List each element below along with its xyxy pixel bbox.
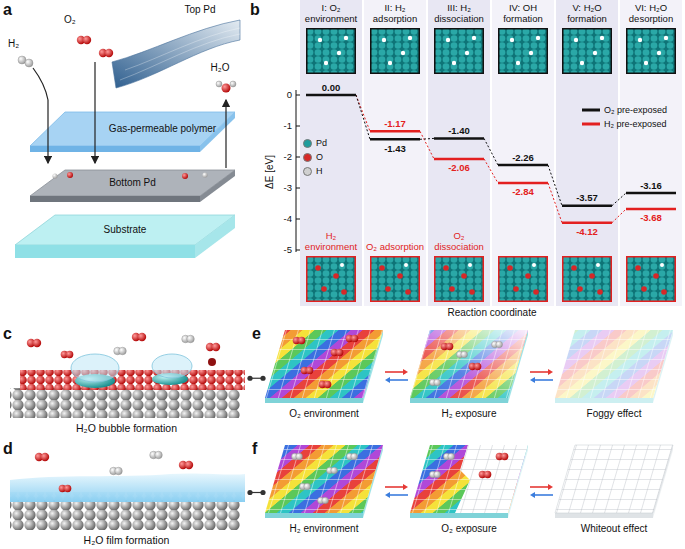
panel-letter: a bbox=[3, 1, 12, 18]
double-arrow bbox=[385, 484, 408, 498]
connector-line bbox=[247, 490, 265, 495]
caption: O₂ environment bbox=[289, 408, 358, 420]
tick-label: -1 bbox=[284, 120, 292, 131]
legend-label: Pd bbox=[316, 137, 327, 149]
stage-heading: I: O₂ environment bbox=[300, 2, 362, 24]
display-tile: Whiteout effect bbox=[555, 445, 673, 537]
molecule-label: H₂ bbox=[8, 38, 19, 50]
display-tile: O₂ environment bbox=[265, 330, 383, 422]
energy-value: 0.00 bbox=[322, 82, 341, 93]
caption: H₂ environment bbox=[290, 523, 359, 535]
stage-heading: IV: OH formation bbox=[492, 2, 554, 24]
caption: H₂ exposure bbox=[441, 408, 496, 420]
tick-label: 0 bbox=[287, 89, 292, 100]
caption: Foggy effect bbox=[587, 408, 642, 420]
energy-value: -3.57 bbox=[576, 192, 598, 203]
scheme-panel: H₂O film formation bbox=[5, 440, 248, 548]
stage-column: V: H₂O formation bbox=[556, 0, 618, 306]
panel-letter: e bbox=[252, 325, 261, 342]
stage-heading: O₂ dissociation bbox=[428, 230, 490, 252]
energy-value: -2.06 bbox=[448, 162, 470, 173]
energy-value: -4.12 bbox=[576, 226, 598, 237]
tick-label: -3 bbox=[284, 182, 292, 193]
legend-label: H bbox=[316, 165, 323, 177]
stage-column: VI: H₂O desorption bbox=[620, 0, 682, 306]
pd-layer: Bottom Pd bbox=[30, 170, 235, 202]
energy-value: -3.16 bbox=[640, 180, 662, 191]
caption: O₂ exposure bbox=[441, 523, 497, 535]
stage-heading: III: H₂ dissociation bbox=[428, 2, 490, 24]
pd-sheet: Top Pd bbox=[110, 2, 240, 90]
layer-label: Top Pd bbox=[160, 4, 240, 16]
caption: Whiteout effect bbox=[581, 523, 648, 535]
legend-label: H₂ pre-exposed bbox=[604, 118, 667, 130]
double-arrow bbox=[530, 369, 553, 383]
legend-label: O₂ pre-exposed bbox=[604, 104, 667, 116]
connector-line bbox=[247, 376, 265, 381]
scheme-panel: H₂O bubble formation bbox=[5, 325, 248, 436]
stage-heading: H₂ environment bbox=[300, 230, 362, 252]
display-tile: H₂ exposure bbox=[410, 330, 528, 422]
substrate-layer: Substrate bbox=[15, 215, 235, 258]
energy-value: -1.17 bbox=[384, 118, 406, 129]
legend-label: O bbox=[316, 151, 323, 163]
energy-value: -1.40 bbox=[448, 125, 470, 136]
caption: H₂O bubble formation bbox=[76, 422, 177, 434]
panel-letter: b bbox=[250, 1, 260, 18]
stage-heading: V: H₂O formation bbox=[556, 2, 618, 24]
layer-label: Bottom Pd bbox=[109, 177, 156, 189]
display-tile: O₂ exposure bbox=[410, 445, 528, 537]
panel-letter: f bbox=[252, 440, 257, 457]
tick-label: -5 bbox=[284, 244, 292, 255]
layer-label: Substrate bbox=[104, 224, 147, 236]
energy-value: -3.68 bbox=[640, 212, 662, 223]
molecule-label: H₂O bbox=[211, 62, 230, 74]
axis-label: Reaction coordinate bbox=[448, 307, 537, 319]
double-arrow bbox=[385, 369, 408, 383]
panel-letter: c bbox=[3, 325, 12, 342]
stage-heading: VI: H₂O desorption bbox=[620, 2, 682, 24]
tick-label: -2 bbox=[284, 151, 292, 162]
legend-swatch bbox=[303, 153, 312, 162]
energy-value: -2.26 bbox=[512, 152, 534, 163]
stage-heading: II: H₂ adsorption bbox=[364, 2, 426, 24]
legend-swatch bbox=[303, 139, 312, 148]
energy-value: -1.43 bbox=[384, 143, 406, 154]
axis-label: ΔE [eV] bbox=[264, 155, 276, 189]
stage-column: III: H₂ dissociation O₂ dissociation bbox=[428, 0, 490, 306]
legend-swatch bbox=[303, 167, 312, 176]
double-arrow bbox=[530, 484, 553, 498]
energy-value: -2.84 bbox=[512, 186, 534, 197]
molecule-label: O₂ bbox=[64, 14, 76, 26]
layer-label: Gas-permeable polymer bbox=[109, 123, 216, 135]
display-tile: H₂ environment bbox=[265, 445, 383, 537]
caption: H₂O film formation bbox=[84, 534, 170, 546]
display-tile: Foggy effect bbox=[555, 330, 673, 422]
tick-label: -4 bbox=[284, 213, 292, 224]
polymer-layer: Gas-permeable polymer bbox=[30, 112, 235, 152]
stage-heading: O₂ adsorption bbox=[364, 241, 426, 252]
panel-letter: d bbox=[3, 440, 13, 457]
